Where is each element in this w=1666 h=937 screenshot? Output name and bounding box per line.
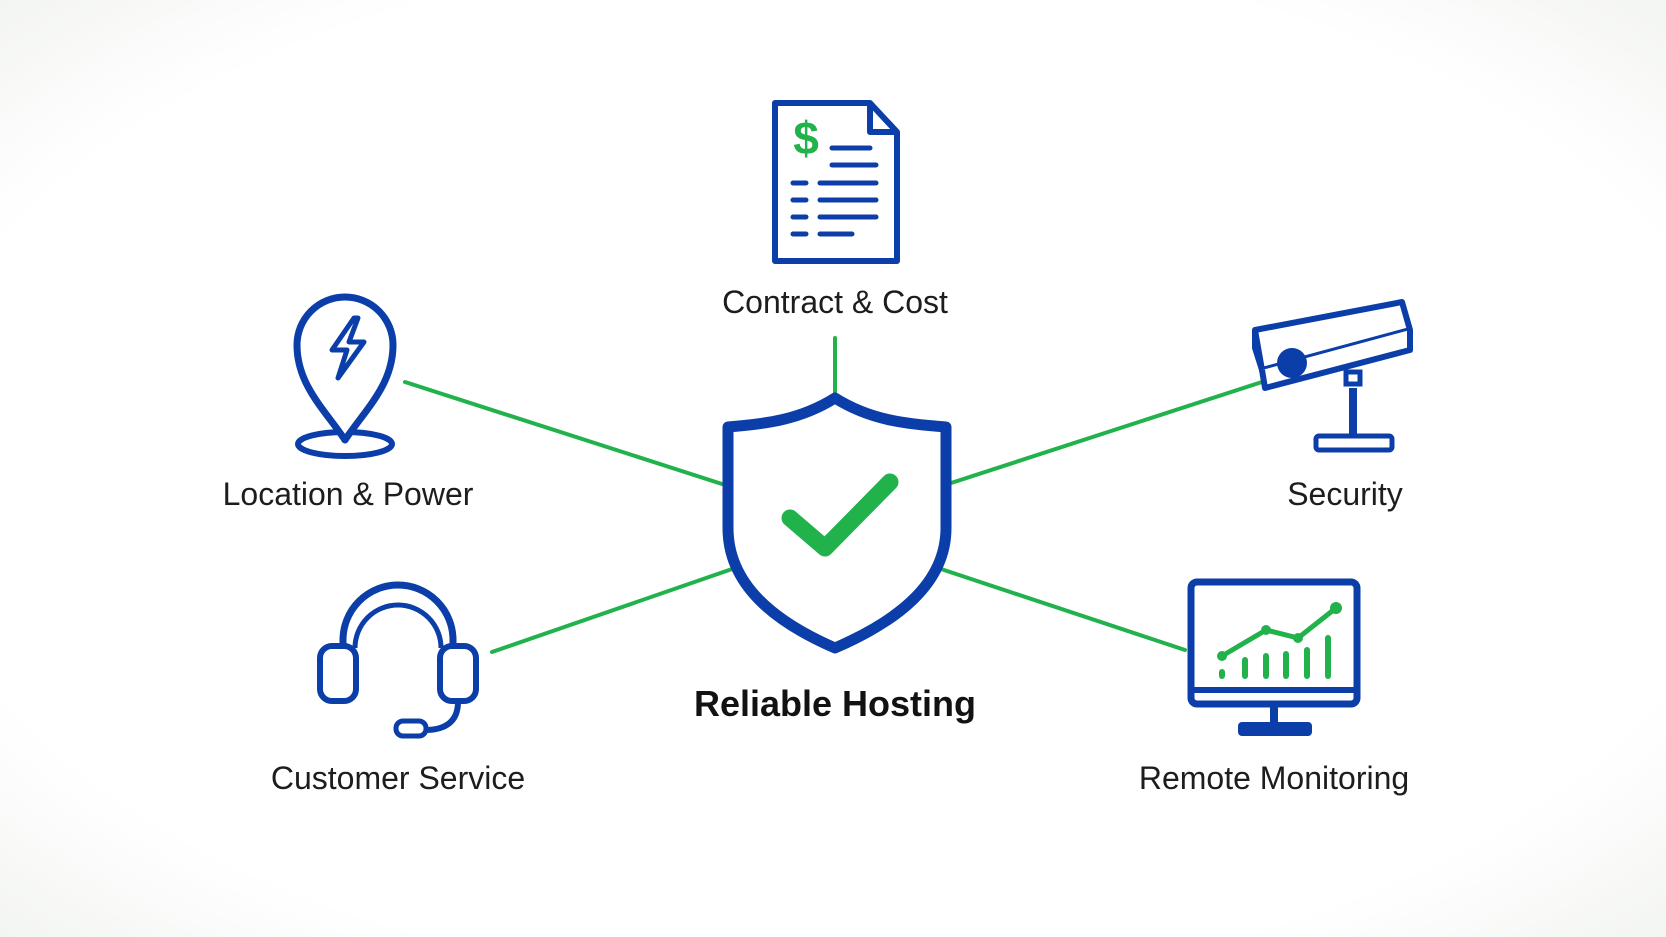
monitor-chart-icon [1187,578,1361,736]
security-camera-icon [1252,299,1413,453]
connector-monitoring [936,566,1187,652]
node-label-customer: Customer Service [270,760,526,796]
node-label-monitoring: Remote Monitoring [1138,760,1410,796]
connector-security [946,380,1264,486]
svg-text:$: $ [793,112,819,164]
shield-check-icon [722,392,952,654]
center-label: Reliable Hosting [693,683,977,724]
node-label-security: Security [1287,476,1403,512]
node-label-location: Location & Power [222,476,474,512]
headset-icon [317,581,479,739]
node-label-contract: Contract & Cost [722,284,948,320]
connector-location [403,380,724,486]
connector-customer [490,566,737,654]
location-power-pin-icon [293,293,397,459]
dollar-document-icon: $ [772,100,900,264]
